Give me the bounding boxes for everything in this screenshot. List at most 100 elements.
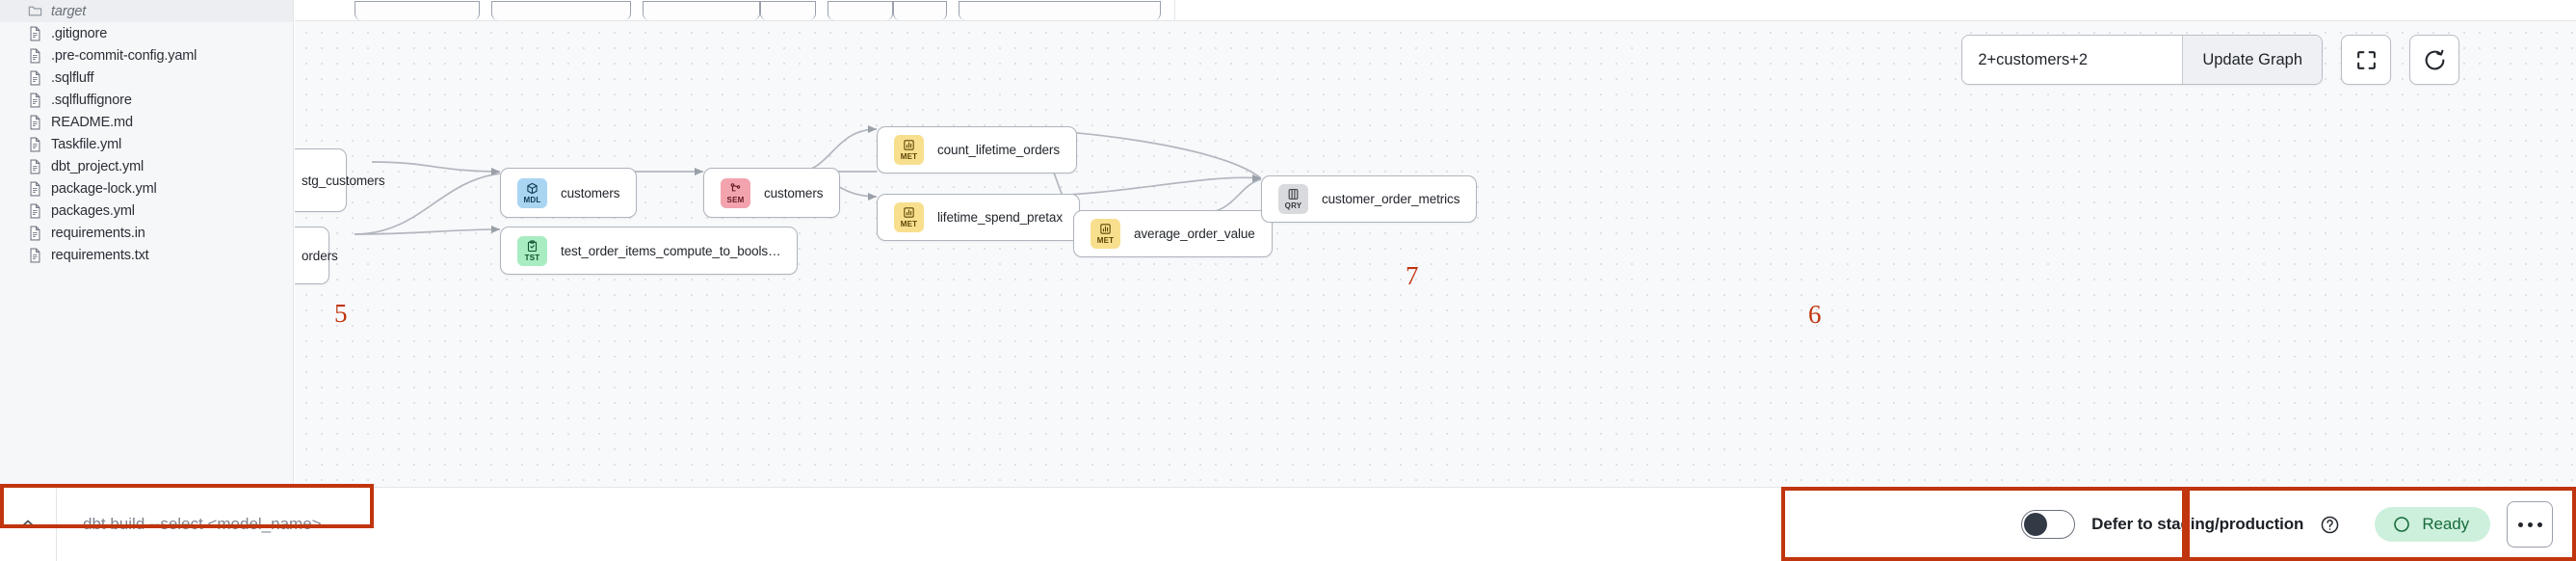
help-circle-icon[interactable]: [2320, 515, 2340, 535]
file-name: README.md: [51, 114, 133, 130]
file-row--sqlfluff[interactable]: .sqlfluff: [0, 67, 293, 89]
file-icon: [27, 26, 42, 41]
update-graph-button[interactable]: Update Graph: [2182, 36, 2322, 84]
badge-label: SEM: [726, 195, 745, 204]
file-icon: [27, 48, 42, 64]
sem-badge-icon: SEM: [721, 177, 750, 208]
editor-tab[interactable]: [828, 1, 893, 20]
file-row--gitignore[interactable]: .gitignore: [0, 22, 293, 44]
graph-node-label: orders: [302, 248, 338, 263]
file-row-requirements-txt[interactable]: requirements.txt: [0, 244, 293, 266]
file-icon: [27, 115, 42, 130]
graph-node-label: count_lifetime_orders: [937, 143, 1060, 157]
badge-label: MET: [1096, 236, 1115, 245]
graph-node-customers-sem[interactable]: SEM customers: [703, 168, 841, 218]
file-list: target .gitignore .pre-commit-config.yaml.…: [0, 0, 293, 266]
defer-label: Defer to staging/production: [2091, 515, 2304, 533]
editor-tabs: [295, 0, 2576, 20]
file-icon: [27, 70, 42, 86]
status-label: Ready: [2422, 515, 2469, 533]
file-name: Taskfile.yml: [51, 136, 122, 152]
graph-node-label: stg_customers: [302, 173, 385, 188]
tst-badge-icon: TST: [517, 235, 547, 266]
editor-tab-active[interactable]: [959, 1, 1161, 20]
graph-selector-input[interactable]: [1962, 36, 2183, 84]
graph-node-orders-src[interactable]: orders: [295, 227, 338, 284]
file-icon: [27, 159, 42, 174]
graph-node-test-order-items[interactable]: TST test_order_items_compute_to_bools…: [500, 227, 799, 275]
status-zone: Ready: [2361, 488, 2576, 561]
badge-label: TST: [524, 253, 540, 262]
file-row-packages-yml[interactable]: packages.yml: [0, 200, 293, 222]
editor-tab[interactable]: [893, 1, 947, 20]
graph-node-label: lifetime_spend_pretax: [937, 210, 1063, 225]
expand-icon[interactable]: [2341, 35, 2391, 85]
graph-node-label: customers: [764, 185, 824, 200]
file-row-target[interactable]: target: [0, 0, 293, 22]
file-name: .sqlfluff: [51, 69, 94, 86]
graph-node-customers-mdl[interactable]: MDL customers: [500, 168, 638, 218]
file-row--sqlfluffignore[interactable]: .sqlfluffignore: [0, 89, 293, 111]
badge-label: MET: [900, 220, 918, 228]
file-name: packages.yml: [51, 202, 135, 219]
badge-label: MET: [900, 152, 918, 161]
file-name: dbt_project.yml: [51, 158, 145, 174]
file-name: .pre-commit-config.yaml: [51, 47, 197, 64]
circle-icon: [2394, 517, 2410, 532]
file-row--pre-commit-config-yaml[interactable]: .pre-commit-config.yaml: [0, 44, 293, 67]
file-icon: [27, 226, 42, 241]
file-name: .sqlfluffignore: [51, 92, 132, 108]
bar-spacer: [646, 488, 1977, 561]
file-explorer-panel: target .gitignore .pre-commit-config.yaml.…: [0, 0, 294, 487]
file-row-requirements-in[interactable]: requirements.in: [0, 222, 293, 244]
editor-tab[interactable]: [491, 1, 631, 20]
file-row-package-lock-yml[interactable]: package-lock.yml: [0, 177, 293, 200]
chevron-up-icon[interactable]: [0, 488, 57, 561]
file-icon: [27, 203, 42, 219]
graph-node-label: customers: [561, 185, 620, 200]
more-options-icon[interactable]: [2507, 501, 2553, 548]
file-row-readme-md[interactable]: README.md: [0, 111, 293, 133]
graph-node-average-order-value[interactable]: MET average_order_value: [1073, 210, 1273, 257]
file-row-dbt-project-yml[interactable]: dbt_project.yml: [0, 155, 293, 177]
graph-node-customer-order-metrics[interactable]: QRY customer_order_metrics: [1261, 175, 1478, 223]
refresh-icon[interactable]: [2409, 35, 2459, 85]
editor-tab[interactable]: [355, 1, 480, 20]
file-icon: [27, 248, 42, 263]
file-name: requirements.txt: [51, 247, 149, 263]
file-name: target: [51, 3, 87, 19]
file-icon: [27, 181, 42, 197]
met-badge-icon: MET: [1091, 219, 1120, 249]
graph-node-stg-customers[interactable]: stg_customers: [295, 148, 385, 212]
graph-toolbar: Update Graph: [1961, 35, 2459, 85]
folder-icon: [27, 4, 42, 19]
graph-selector-group: Update Graph: [1961, 35, 2323, 85]
command-zone: [0, 488, 646, 561]
defer-zone: Defer to staging/production: [1977, 488, 2361, 561]
editor-tab[interactable]: [760, 1, 816, 20]
editor-tab[interactable]: [643, 1, 760, 20]
file-row-taskfile-yml[interactable]: Taskfile.yml: [0, 133, 293, 155]
command-input[interactable]: [57, 488, 646, 561]
file-icon: [27, 93, 42, 108]
status-badge[interactable]: Ready: [2375, 507, 2490, 542]
file-name: .gitignore: [51, 25, 108, 41]
editor-tab-bar: [295, 0, 2576, 21]
met-badge-icon: MET: [894, 135, 924, 165]
file-icon: [27, 137, 42, 152]
tabbar-divider: [1174, 0, 1175, 20]
file-name: requirements.in: [51, 225, 145, 241]
graph-node-count-lifetime-orders[interactable]: MET count_lifetime_orders: [877, 126, 1077, 174]
badge-label: MDL: [523, 195, 541, 204]
met-badge-icon: MET: [894, 202, 924, 232]
graph-node-lifetime-spend-pretax[interactable]: MET lifetime_spend_pretax: [877, 194, 1080, 241]
graph-node-label: average_order_value: [1134, 227, 1255, 241]
badge-label: QRY: [1284, 201, 1302, 210]
graph-node-label: customer_order_metrics: [1322, 192, 1460, 206]
toggle-knob: [2024, 513, 2048, 536]
mdl-badge-icon: MDL: [517, 177, 547, 208]
defer-toggle[interactable]: [2021, 510, 2076, 539]
graph-node-label: test_order_items_compute_to_bools…: [561, 243, 781, 258]
